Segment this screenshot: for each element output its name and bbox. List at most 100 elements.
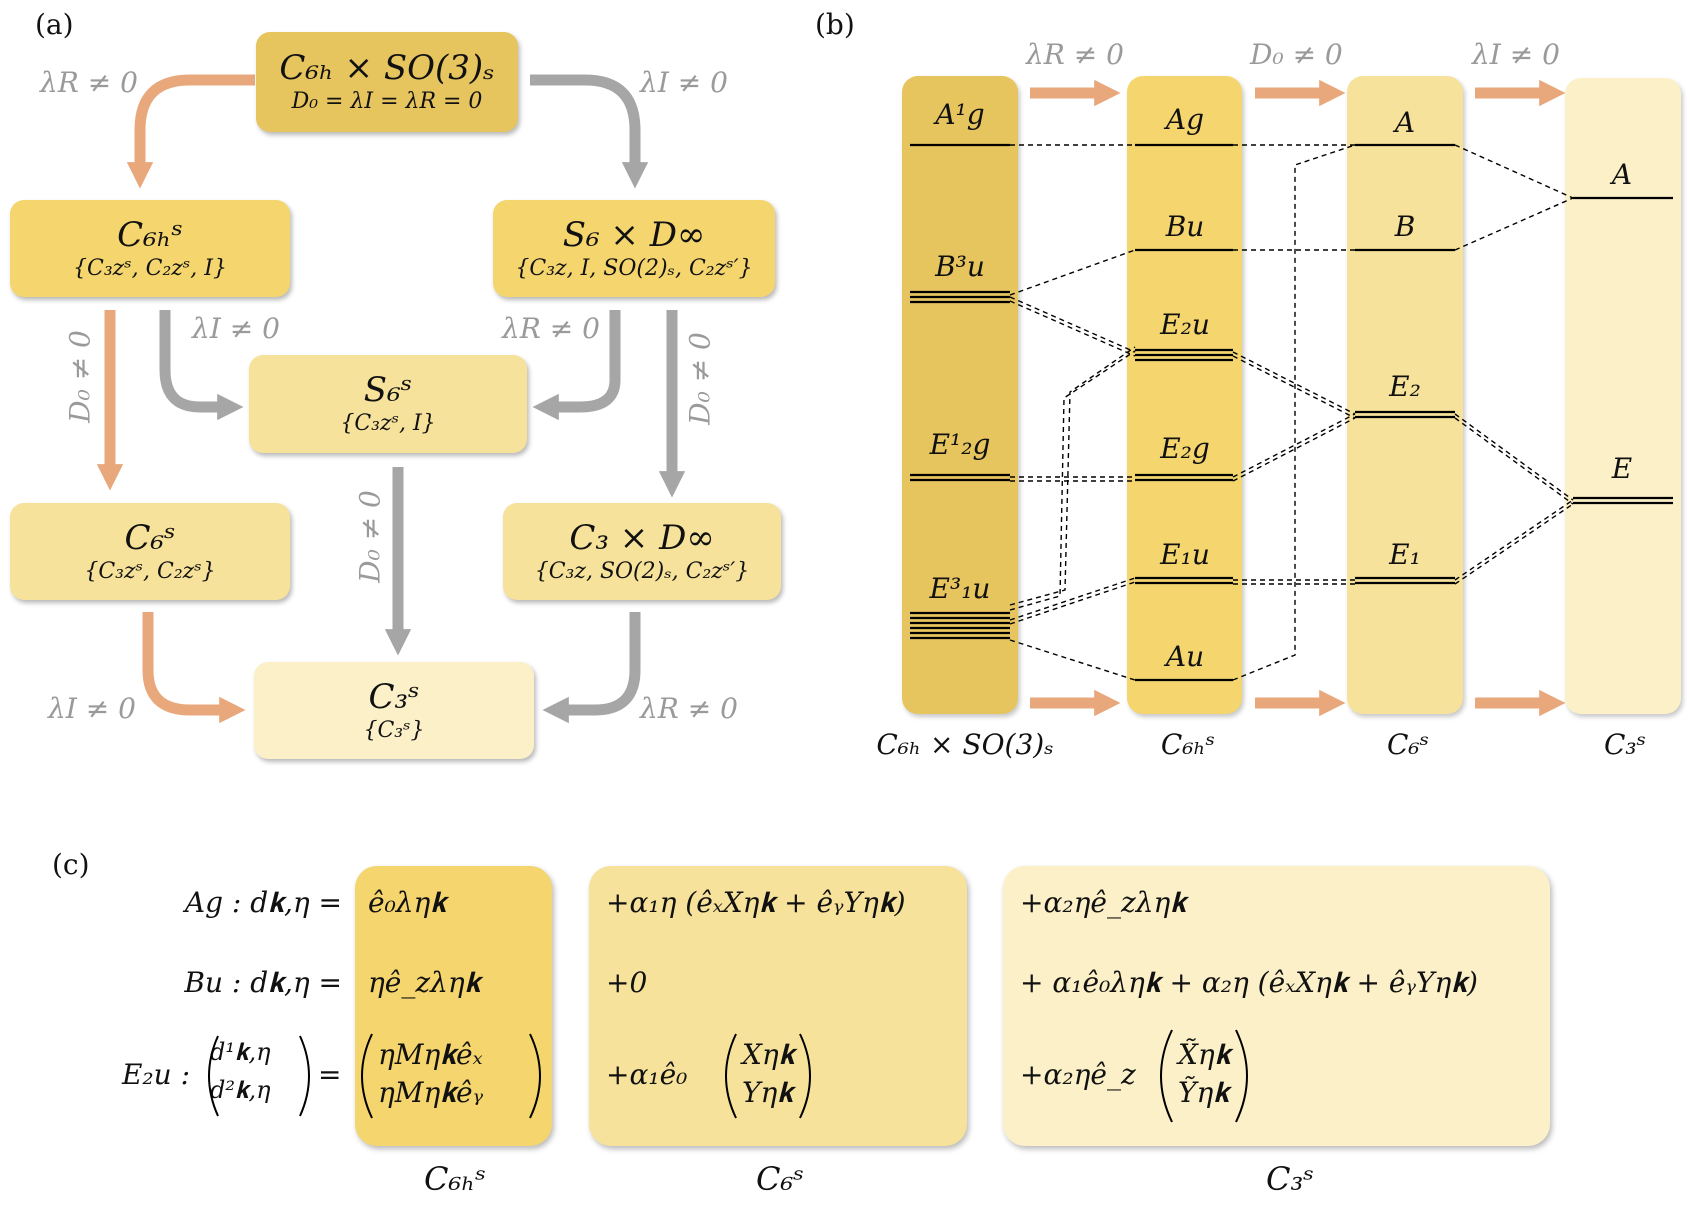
e2u-lhs-equals: =: [318, 1058, 342, 1091]
node-s6s-title: S₆ˢ: [363, 370, 413, 410]
row-lhs-bu: Bu : d𝐤,η =: [184, 966, 342, 999]
node-c3s-sub: {C₃ˢ}: [363, 717, 425, 743]
b-arrow-label-1: λR ≠ 0: [1026, 38, 1124, 71]
arrow-s6dinf-to-s6s: [532, 310, 621, 421]
row-e2u-c3s-top: X̃η𝐤: [1178, 1038, 1231, 1071]
row-e2u-c6s-pre: +α₁ê₀: [606, 1058, 688, 1091]
level-connection: [1009, 300, 1136, 357]
level-label-c3-1: B: [1394, 210, 1416, 243]
level-connection: [1454, 499, 1574, 581]
group-name-3: C₆ˢ: [1386, 728, 1430, 761]
level-label-c4-1: E: [1611, 452, 1633, 485]
level-connection: [1232, 413, 1356, 478]
node-top-sub: D₀ = λI = λR = 0: [291, 89, 483, 114]
node-c3s-title: C₃ˢ: [368, 676, 420, 717]
level-label-c2-3: E₂g: [1160, 432, 1210, 465]
coeff-col-label-2: C₆ˢ: [755, 1160, 805, 1198]
level-label-c1-2: E¹₂g: [929, 428, 991, 461]
level-label-c4-0: A: [1611, 158, 1633, 191]
node-c3dinf-title: C₃ × D∞: [569, 517, 715, 558]
row-lhs-ag: Ag : d𝐤,η =: [184, 886, 342, 919]
level-column-1: [902, 76, 1018, 714]
row-e2u-c3s-pre: +α₂ηê_z: [1020, 1058, 1136, 1091]
node-c3s: C₃ˢ {C₃ˢ}: [254, 662, 534, 759]
node-s6dinf: S₆ × D∞ {C₃z, I, SO(2)ₛ, C₂zˢ′}: [493, 200, 775, 297]
coeff-panel-c6hs: [355, 866, 552, 1146]
cond-mid-left-inner: λI ≠ 0: [192, 312, 280, 345]
arrow-c6s-to-c3s: [142, 612, 246, 724]
level-column-2: [1127, 76, 1242, 714]
node-s6dinf-title: S₆ × D∞: [562, 214, 706, 255]
level-connection: [1009, 577, 1136, 621]
cond-bottom-right: λR ≠ 0: [640, 692, 738, 725]
group-name-2: C₆ₕˢ: [1160, 728, 1216, 761]
b-arrow-label-2: D₀ ≠ 0: [1250, 38, 1343, 71]
level-label-c2-4: E₁u: [1160, 538, 1210, 571]
level-connection: [1232, 351, 1356, 415]
row-lhs-e2u: E₂u :: [121, 1058, 190, 1091]
level-connection: [1454, 197, 1574, 251]
row-e2u-c6hs-top: ηMη𝐤êₓ: [378, 1038, 483, 1071]
level-connection: [1232, 355, 1356, 419]
level-connection: [1009, 350, 1136, 611]
panel-label-a: (a): [35, 8, 74, 41]
level-connection: [1454, 144, 1574, 199]
node-s6s-sub: {C₃zˢ, I}: [340, 411, 436, 436]
row-e2u-c6hs-bottom: ηMη𝐤êᵧ: [378, 1076, 484, 1109]
level-label-c3-2: E₂: [1389, 370, 1421, 403]
row-bu-c6s: +0: [606, 966, 648, 999]
node-c6s-sub: {C₃zˢ, C₂zˢ}: [84, 558, 216, 584]
row-e2u-c6s-bottom: Yη𝐤: [742, 1076, 794, 1109]
cond-bottom-left: λI ≠ 0: [48, 692, 136, 725]
level-label-c1-0: A¹g: [935, 98, 985, 131]
level-label-c1-3: E³₁u: [929, 572, 991, 605]
node-c6s: C₆ˢ {C₃zˢ, C₂zˢ}: [10, 503, 290, 600]
level-label-c3-0: A: [1394, 106, 1416, 139]
coeff-panel-c3s: [1003, 866, 1550, 1146]
node-s6s: S₆ˢ {C₃zˢ, I}: [249, 355, 527, 453]
arrow-c3dinf-to-c3s: [542, 612, 641, 724]
row-ag-c3s: +α₂ηê_zλη𝐤: [1020, 886, 1187, 919]
coeff-panel-c6s: [589, 866, 967, 1146]
level-label-c2-5: Au: [1165, 640, 1205, 673]
node-c3dinf: C₃ × D∞ {C₃z, SO(2)ₛ, C₂zˢ′}: [503, 503, 781, 600]
row-bu-c6hs: ηê_zλη𝐤: [368, 966, 481, 999]
group-name-1: C₆ₕ × SO(3)ₛ: [876, 728, 1054, 761]
arrow-c6hs-to-s6s: [159, 310, 244, 421]
node-c6hs-title: C₆ₕˢ: [117, 214, 183, 255]
cond-mid-right-inner: λR ≠ 0: [502, 312, 600, 345]
b-arrow-label-3: λI ≠ 0: [1472, 38, 1560, 71]
level-connection: [1232, 144, 1356, 681]
node-c6hs: C₆ₕˢ {C₃zˢ, C₂zˢ, I}: [10, 200, 290, 297]
node-top: C₆ₕ × SO(3)ₛ D₀ = λI = λR = 0: [256, 32, 518, 132]
level-label-c2-2: E₂u: [1160, 308, 1210, 341]
e2u-lhs-top: d¹𝐤,η: [210, 1038, 271, 1066]
arrow-top-to-s6dinf: [530, 74, 649, 189]
cond-top-left: λR ≠ 0: [40, 66, 138, 99]
level-label-c3-3: E₁: [1389, 538, 1421, 571]
node-top-title: C₆ₕ × SO(3)ₛ: [279, 48, 495, 88]
row-ag-c6s: +α₁η (êₓXη𝐤 + êᵧYη𝐤): [606, 886, 906, 919]
level-label-c2-1: Bu: [1165, 210, 1205, 243]
row-e2u-c3s-bottom: Ỹη𝐤: [1178, 1076, 1230, 1109]
level-connection: [1454, 413, 1574, 501]
e2u-lhs-vector: d¹𝐤,η d²𝐤,η: [196, 1036, 316, 1116]
node-s6dinf-sub: {C₃z, I, SO(2)ₛ, C₂zˢ′}: [515, 255, 753, 281]
level-label-c2-0: Ag: [1165, 103, 1205, 136]
row-bu-c3s: + α₁ê₀λη𝐤 + α₂η (êₓXη𝐤 + êᵧYη𝐤): [1020, 966, 1478, 999]
coeff-col-label-1: C₆ₕˢ: [424, 1160, 486, 1198]
group-name-4: C₃ˢ: [1603, 728, 1647, 761]
node-c6hs-sub: {C₃zˢ, C₂zˢ, I}: [73, 255, 227, 281]
panel-label-b: (b): [815, 8, 855, 41]
cond-top-right: λI ≠ 0: [640, 66, 728, 99]
coeff-col-label-3: C₃ˢ: [1265, 1160, 1315, 1198]
node-c3dinf-sub: {C₃z, SO(2)ₛ, C₂zˢ′}: [534, 558, 750, 584]
level-connection: [1009, 249, 1136, 296]
panel-label-c: (c): [52, 848, 90, 881]
level-column-3: [1347, 76, 1463, 714]
row-ag-c6hs: ê₀λη𝐤: [368, 886, 447, 919]
level-connection: [1009, 346, 1136, 606]
level-connection: [1232, 417, 1356, 482]
